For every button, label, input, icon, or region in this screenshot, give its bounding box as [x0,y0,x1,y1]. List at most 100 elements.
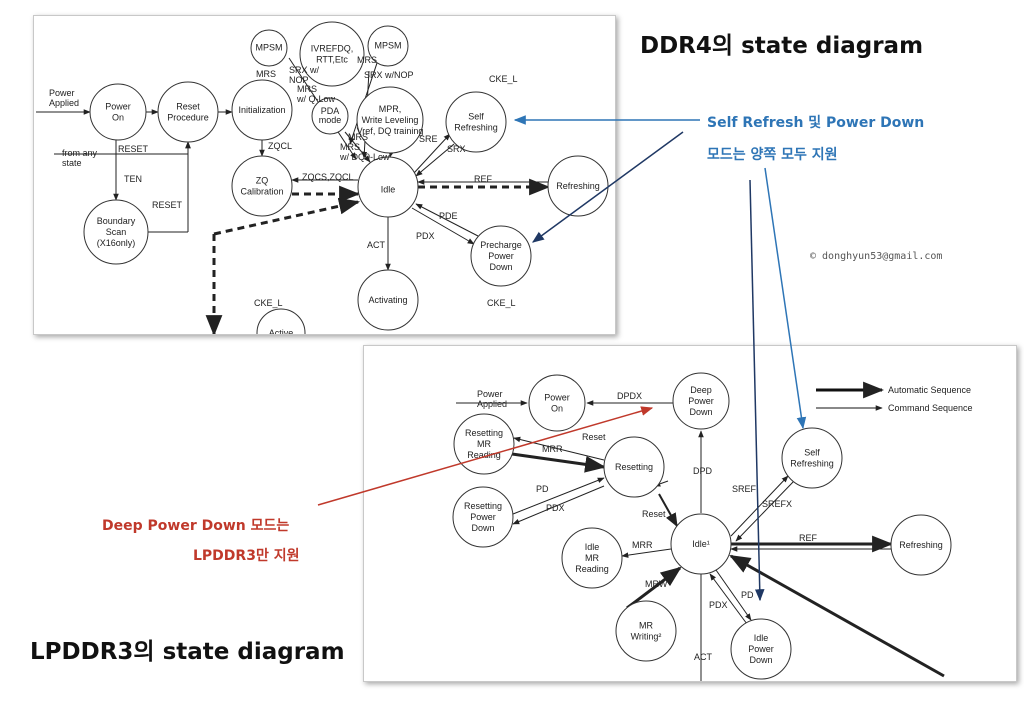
lpddr3-edge-label-pdx-left: PDX [546,503,565,513]
lpddr3-edge-label-reset-top: Reset [582,432,606,442]
lpddr3-edge-3 [511,452,607,473]
ddr4-edge-23 [213,197,361,236]
lpddr3-node-idle-mr-reading-circle [561,527,623,589]
ddr4-edge-16 [344,131,371,163]
ddr4-edge-label-mrs3: MRS [348,132,368,142]
lpddr3-node-resetting: Resetting [603,436,665,498]
ddr4-node-mpsm-right-label: MPSM [375,40,402,50]
lpddr3-node-self-refreshing-circle [781,427,843,489]
ddr4-edge-label-reset: RESET [118,144,149,154]
lpddr3-edge-label-ref: REF [799,533,818,543]
ddr4-edge-18 [413,133,451,174]
ddr4-edge-label-act: ACT [367,240,386,250]
ddr4-node-self-refreshing-circle [445,91,507,153]
lpddr3-edge-label-act: ACT [694,652,713,662]
lpddr3-node-refreshing-label: Refreshing [899,540,943,550]
ddr4-edge-label-ten: TEN [124,174,142,184]
deep-power-callout-line2: LPDDR3만 지원 [193,548,300,564]
lpddr3-edge-label-pd-bottom: PD [741,590,754,600]
ddr4-node-mpsm-right-circle [367,25,409,67]
lpddr3-node-idle: Idle¹ [670,513,732,575]
lpddr3-node-idle-power-down-circle [730,618,792,680]
ddr4-node-idle-circle [357,156,419,218]
lpddr3-legend: Automatic Sequence Command Sequence [816,381,973,413]
lpddr3-edge-label-reset-mid: Reset [642,509,666,519]
ddr4-node-active-partial-circle [256,308,306,334]
ddr4-node-activating: Activating [357,269,419,331]
ddr4-node-idle: Idle [357,156,419,218]
ddr4-node-refreshing: Refreshing [547,155,609,217]
ddr4-edge-19 [415,143,455,177]
lpddr3-node-mr-writing-circle [615,600,677,662]
ddr4-edge-17 [388,150,395,158]
lpddr3-edge-10 [735,480,795,542]
ddr4-edge-label-pdx: PDX [416,231,435,241]
copyright-text: © donghyun53@gmail.com [810,251,943,262]
deep-power-callout-line1: Deep Power Down 모드는 [102,518,290,534]
ddr4-node-mpsm-left-label: MPSM [256,42,283,52]
ddr4-node-reset-procedure-circle [157,81,219,143]
legend-command-label: Command Sequence [888,403,973,413]
ddr4-node-zq-calibration-circle [231,155,293,217]
ddr4-node-pda-mode-circle [311,97,349,135]
ddr4-node-initialization-circle [231,79,293,141]
ddr4-edge-label-ref: REF [474,174,493,184]
ddr4-edge-21 [415,203,479,237]
ddr4-node-ivrefdq-circle [299,21,365,87]
ddr4-edge-label-cke-l-top: CKE_L [489,74,518,84]
ddr4-node-mpr-leveling-circle [356,86,424,154]
lpddr3-edge-label-mrr-top: MRR [542,444,563,454]
lpddr3-node-refreshing: Refreshing [890,514,952,576]
lpddr3-edge-label-dpd: DPD [693,466,713,476]
ddr4-edge-label-srx: SRX [447,144,466,154]
ddr4-edge-label-cke-l-bottom: CKE_L [487,298,516,308]
ddr4-edge-label-reset2: RESET [152,200,183,210]
lpddr3-edge-label-sref: SREF [732,484,757,494]
ddr4-node-mpsm-left-circle [250,29,288,67]
ddr4-node-mpsm-right: MPSM [367,25,409,67]
ddr4-edge-20 [411,207,475,245]
ddr4-node-ivrefdq: IVREFDQ,RTT,Etc [299,21,365,87]
ddr4-node-mpsm-left: MPSM [250,29,288,67]
ddr4-node-active-partial-label: Active [269,328,294,334]
lpddr3-edge-15 [715,569,752,621]
ddr4-edge-label-sre: SRE [419,134,438,144]
ddr4-edge-label-mrs2: MRS [357,55,377,65]
ddr4-edge-label-srx-w-nop: SRX w/NOP [289,65,320,85]
ddr4-node-initialization: Initialization [231,79,293,141]
ddr4-title: DDR4의 state diagram [640,33,924,59]
ddr4-node-active-partial: Active [256,308,306,334]
lpddr3-edge-label-srefx: SREFX [762,499,792,509]
ddr4-node-ivrefdq-label: IVREFDQ,RTT,Etc [311,44,354,65]
ddr4-node-initialization-label: Initialization [238,105,285,115]
lpddr3-edge-label-mrr-mid: MRR [632,540,653,550]
